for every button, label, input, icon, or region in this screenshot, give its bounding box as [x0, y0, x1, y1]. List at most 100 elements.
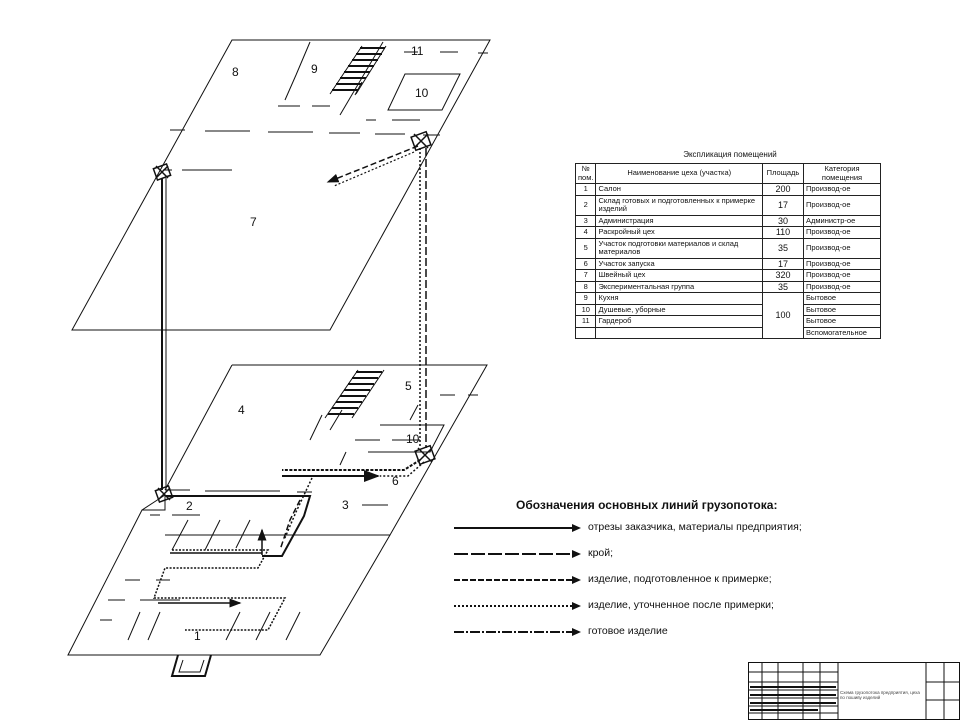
legend-line-dash	[454, 576, 581, 584]
row-name: Кухня	[595, 292, 763, 305]
legend-label: готовое изделие	[588, 625, 668, 637]
room-label-8: 8	[232, 65, 239, 79]
ground-floor-plan	[67, 494, 391, 677]
legend-item: изделие, подготовленное к примерке;	[450, 572, 870, 598]
row-name: Администрация	[595, 214, 763, 227]
legend-label: отрезы заказчика, материалы предприятия;	[588, 521, 802, 533]
legend-item: готовое изделие	[450, 624, 870, 650]
row-area-group: 100	[762, 292, 804, 339]
room-label-10-lower: 10	[406, 432, 420, 446]
row-area: 35	[762, 237, 804, 259]
row-name-empty	[595, 326, 763, 339]
row-num: 2	[574, 194, 597, 216]
table-row: 9 Кухня 100 Бытовое	[574, 292, 881, 339]
legend-title: Обозначения основных линий грузопотока:	[516, 498, 778, 512]
row-num: 4	[574, 226, 597, 239]
legend-line-long-dash	[454, 550, 581, 558]
row-category: Производ-ое	[803, 194, 881, 216]
header-area: Площадь	[762, 163, 804, 184]
row-num: 8	[574, 280, 597, 293]
table-row: 11 Гардероб Бытовое	[574, 315, 881, 328]
table-row: 2 Склад готовых и подготовленных к приме…	[574, 194, 881, 216]
legend-label: изделие, подготовленное к примерке;	[588, 573, 772, 585]
legend-item: изделие, уточненное после примерки;	[450, 598, 870, 624]
row-area: 110	[762, 226, 804, 239]
room-label-7: 7	[250, 215, 257, 229]
row-name: Экспериментальная группа	[595, 280, 763, 293]
legend-label: крой;	[588, 547, 614, 559]
explication-header-row: № пом. Наименование цеха (участка) Площа…	[574, 163, 881, 184]
room-label-1: 1	[194, 629, 201, 643]
row-num: 11	[574, 315, 597, 328]
row-name: Участок подготовки материалов и склад ма…	[595, 237, 763, 259]
row-area: 35	[762, 280, 804, 293]
explication-table: № пом. Наименование цеха (участка) Площа…	[574, 163, 881, 339]
table-row: 7 Швейный цех 320 Производ-ое	[574, 269, 881, 282]
explication-title: Экспликация помещений	[683, 150, 777, 159]
room-label-4: 4	[238, 403, 245, 417]
legend-line-dash-dot	[454, 628, 581, 636]
upper-staircase	[329, 45, 387, 95]
row-name: Салон	[595, 183, 763, 196]
room-label-3: 3	[342, 498, 349, 512]
row-area: 17	[762, 257, 804, 270]
row-name: Гардероб	[595, 315, 763, 328]
row-category: Бытовое	[803, 315, 881, 328]
row-category: Производ-ое	[803, 237, 881, 259]
room-label-10-upper: 10	[415, 86, 429, 100]
legend-label: изделие, уточненное после примерки;	[588, 599, 774, 611]
table-row: 3 Администрация 30 Администр-ое	[574, 214, 881, 227]
room-label-11: 11	[411, 44, 424, 58]
row-name: Душевые, уборные	[595, 303, 763, 316]
middle-staircase	[324, 369, 385, 419]
header-category: Категория помещения	[803, 163, 881, 184]
row-num: 6	[574, 257, 597, 270]
table-row: 6 Участок запуска 17 Производ-ое	[574, 257, 881, 270]
row-area: 200	[762, 183, 804, 196]
legend-item: крой;	[450, 546, 870, 572]
table-row: Вспомогательное	[574, 326, 881, 339]
explication-table-block: Экспликация помещений № пом. Наименовани…	[574, 150, 885, 339]
legend-line-solid	[454, 524, 581, 532]
header-num: № пом.	[574, 163, 597, 184]
row-area: 30	[762, 214, 804, 227]
row-name: Участок запуска	[595, 257, 763, 270]
row-category: Производ-ое	[803, 257, 881, 270]
row-category: Вспомогательное	[803, 326, 881, 339]
upper-floor-plan	[71, 39, 491, 331]
row-category: Производ-ое	[803, 183, 881, 196]
drawing-title-block: Схема грузопотока предприятия, цеха по п…	[748, 662, 960, 720]
table-row: 4 Раскройный цех 110 Производ-ое	[574, 226, 881, 239]
row-name: Склад готовых и подготовленных к примерк…	[595, 194, 763, 216]
row-category: Администр-ое	[803, 214, 881, 227]
row-name: Раскройный цех	[595, 226, 763, 239]
row-num: 3	[574, 214, 597, 227]
row-num: 7	[574, 269, 597, 282]
row-area: 17	[762, 194, 804, 216]
title-block-caption: Схема грузопотока предприятия, цеха по п…	[840, 690, 920, 700]
table-row: 1 Салон 200 Производ-ое	[574, 183, 881, 196]
row-name: Швейный цех	[595, 269, 763, 282]
row-area: 320	[762, 269, 804, 282]
table-row: 5 Участок подготовки материалов и склад …	[574, 237, 881, 259]
row-category: Бытовое	[803, 292, 881, 305]
table-row: 10 Душевые, уборные Бытовое	[574, 303, 881, 316]
legend-item: отрезы заказчика, материалы предприятия;	[450, 520, 870, 546]
row-num: 1	[574, 183, 597, 196]
row-category: Производ-ое	[803, 226, 881, 239]
row-category: Производ-ое	[803, 269, 881, 282]
row-num: 10	[574, 303, 597, 316]
lift-shafts	[152, 130, 436, 503]
header-name: Наименование цеха (участка)	[595, 163, 763, 184]
row-num-empty	[574, 326, 597, 339]
row-num: 9	[574, 292, 597, 305]
row-category: Бытовое	[803, 303, 881, 316]
room-label-9: 9	[311, 62, 318, 76]
row-category: Производ-ое	[803, 280, 881, 293]
middle-floor-plan	[164, 364, 488, 536]
room-label-5: 5	[405, 379, 412, 393]
legend-line-dotted	[454, 602, 581, 610]
room-label-2: 2	[186, 499, 193, 513]
table-row: 8 Экспериментальная группа 35 Производ-о…	[574, 280, 881, 293]
